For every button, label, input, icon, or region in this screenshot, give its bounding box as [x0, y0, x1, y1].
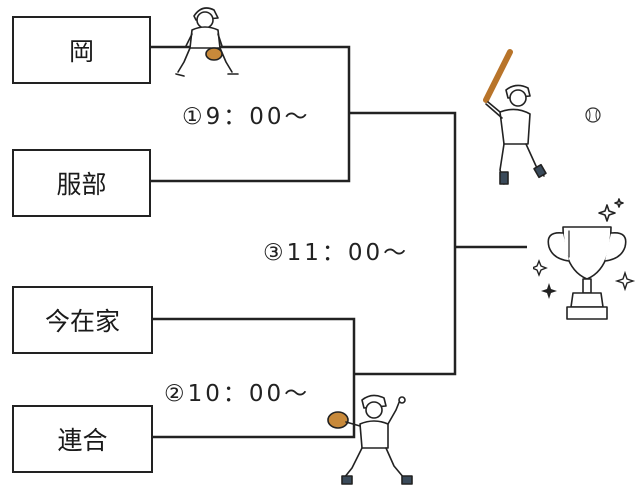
team-name: 連合	[57, 426, 108, 455]
batter-player-icon	[483, 49, 547, 185]
game-3-time: ③11：00～	[263, 240, 410, 266]
team-box-hattori: 服部	[12, 149, 151, 217]
team-box-rengo: 連合	[12, 405, 153, 473]
team-box-imazaike: 今在家	[12, 286, 153, 354]
team-name: 岡	[68, 37, 94, 66]
team-name: 服部	[56, 170, 107, 199]
trophy-icon	[533, 198, 636, 320]
team-box-oka: 岡	[12, 16, 151, 84]
game-2-time: ②10：00～	[164, 381, 311, 407]
baseball-icon	[585, 107, 601, 123]
game-1-time: ①9：00～	[182, 104, 311, 130]
fielder-player-icon	[175, 7, 239, 77]
team-name: 今在家	[44, 307, 120, 336]
pitcher-player-icon	[327, 394, 413, 485]
